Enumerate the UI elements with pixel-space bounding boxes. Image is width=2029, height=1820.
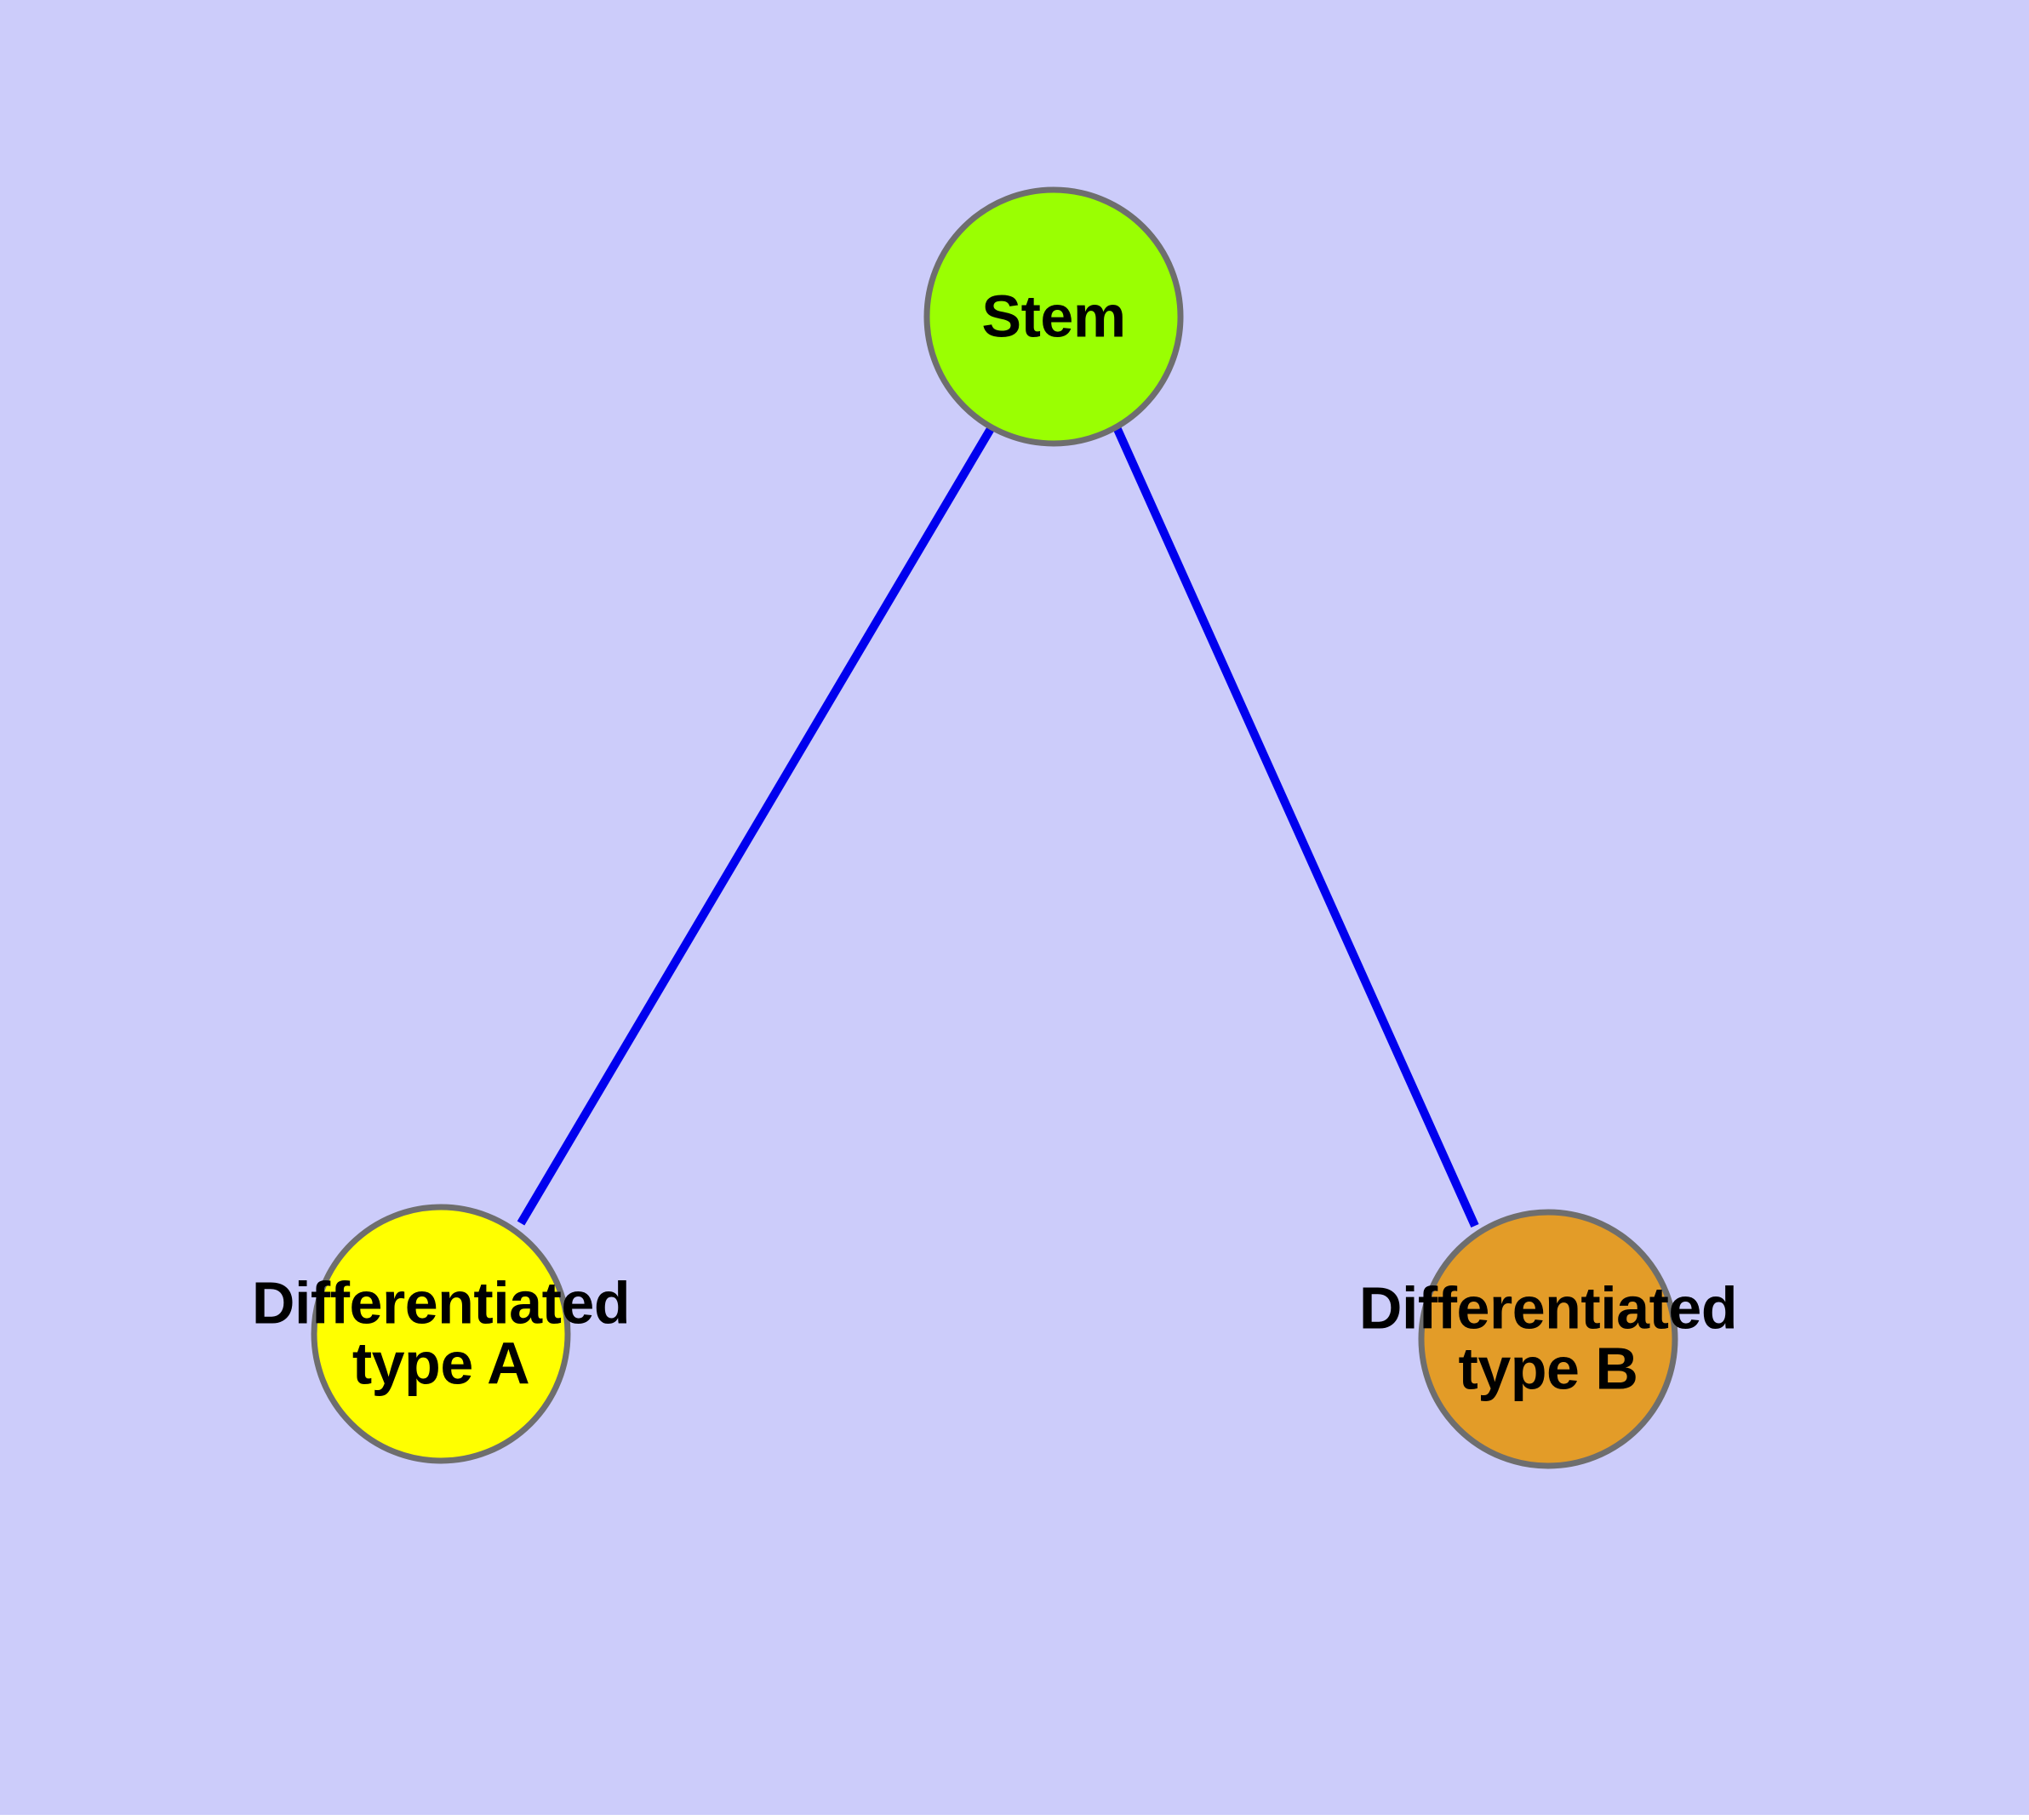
node-differentiated-type-b-circle[interactable] xyxy=(1418,1209,1678,1469)
edge-stem-to-differentiated-type-a xyxy=(517,425,996,1226)
nodes-layer xyxy=(311,186,1678,1469)
edges-layer xyxy=(517,425,1479,1228)
node-stem-circle[interactable] xyxy=(923,186,1184,447)
edge-stem-to-differentiated-type-b xyxy=(1112,425,1479,1228)
node-differentiated-type-a-circle[interactable] xyxy=(311,1204,571,1464)
